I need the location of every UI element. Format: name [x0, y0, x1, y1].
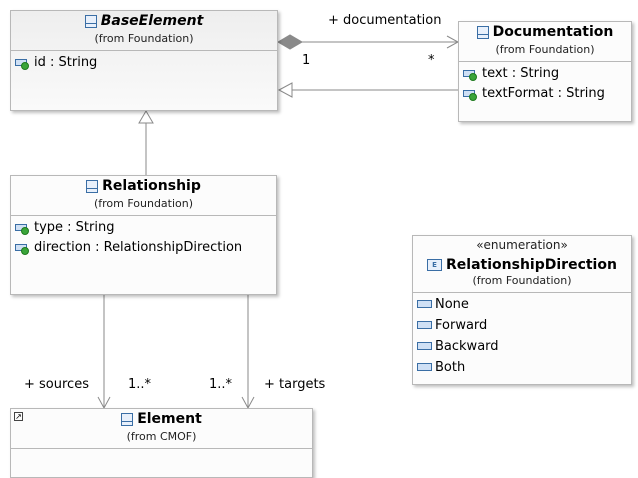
enum-literal[interactable]: Backward: [417, 336, 627, 357]
class-package: (from Foundation): [472, 273, 572, 287]
class-header: Relationship (from Foundation): [11, 176, 276, 216]
enumeration-relationship-direction[interactable]: «enumeration» E RelationshipDirection (f…: [412, 235, 632, 385]
enumeration-icon: E: [427, 259, 443, 271]
targets-multiplicity: 1..*: [209, 377, 233, 392]
attribute-icon: [463, 88, 479, 101]
documentation-role-label: + documentation: [328, 13, 442, 28]
doc-target-multiplicity: *: [428, 53, 435, 68]
class-package: (from Foundation): [94, 32, 194, 45]
literal-label: Forward: [435, 317, 488, 333]
attribute-compartment: type : String direction : RelationshipDi…: [11, 216, 276, 260]
attribute-row[interactable]: id : String: [15, 53, 273, 73]
attribute-icon: [15, 222, 31, 235]
class-package: (from CMOF): [126, 430, 197, 443]
generalization-triangle-rel: [138, 110, 154, 124]
class-icon: [476, 26, 489, 39]
class-package: (from Foundation): [495, 43, 595, 56]
class-name: Documentation: [492, 24, 614, 40]
class-base-element[interactable]: BaseElement (from Foundation) id : Strin…: [10, 10, 278, 111]
literal-label: Both: [435, 359, 466, 375]
attribute-compartment: id : String: [11, 51, 277, 75]
class-documentation[interactable]: Documentation (from Foundation) text : S…: [458, 21, 632, 122]
attribute-label: text : String: [482, 66, 560, 81]
shortcut-icon: ↗: [14, 412, 23, 421]
class-name: RelationshipDirection: [446, 256, 617, 273]
attribute-icon: [15, 242, 31, 255]
generalization-triangle-doc: [277, 82, 293, 98]
targets-role-label: + targets: [264, 377, 326, 392]
attribute-row[interactable]: text : String: [463, 64, 627, 84]
class-element[interactable]: ↗ Element (from CMOF): [10, 408, 313, 478]
sources-multiplicity: 1..*: [128, 377, 152, 392]
class-header: BaseElement (from Foundation): [11, 11, 277, 51]
enum-literal[interactable]: Forward: [417, 315, 627, 336]
attribute-icon: [463, 68, 479, 81]
class-icon: [84, 15, 97, 28]
doc-source-multiplicity: 1: [302, 53, 311, 68]
attribute-label: id : String: [34, 55, 98, 70]
attribute-label: type : String: [34, 220, 115, 235]
class-header: «enumeration» E RelationshipDirection (f…: [413, 236, 631, 293]
literal-compartment: None Forward Backward Both: [413, 293, 631, 380]
class-icon: [121, 413, 134, 426]
class-relationship[interactable]: Relationship (from Foundation) type : St…: [10, 175, 277, 295]
class-icon: [86, 180, 99, 193]
attribute-row[interactable]: textFormat : String: [463, 84, 627, 104]
literal-label: Backward: [435, 338, 499, 354]
enum-literal-icon: [417, 363, 432, 371]
class-header: Documentation (from Foundation): [459, 22, 631, 62]
enum-literal[interactable]: Both: [417, 357, 627, 378]
enum-literal-icon: [417, 342, 432, 350]
attribute-row[interactable]: direction : RelationshipDirection: [15, 238, 272, 258]
literal-label: None: [435, 296, 469, 312]
class-name: BaseElement: [100, 13, 204, 29]
attribute-label: direction : RelationshipDirection: [34, 240, 243, 255]
attribute-icon: [15, 57, 31, 70]
attribute-row[interactable]: type : String: [15, 218, 272, 238]
stereotype-label: «enumeration»: [476, 238, 568, 252]
class-name: Element: [137, 411, 202, 427]
attribute-compartment: text : String textFormat : String: [459, 62, 631, 106]
class-package: (from Foundation): [93, 197, 194, 210]
composition-diamond: [277, 34, 303, 50]
enum-literal-icon: [417, 300, 432, 308]
enum-literal-icon: [417, 321, 432, 329]
attribute-label: textFormat : String: [482, 86, 605, 101]
class-header: Element (from CMOF): [11, 409, 312, 449]
sources-role-label: + sources: [24, 377, 89, 392]
class-name: Relationship: [102, 178, 201, 194]
enum-literal[interactable]: None: [417, 294, 627, 315]
